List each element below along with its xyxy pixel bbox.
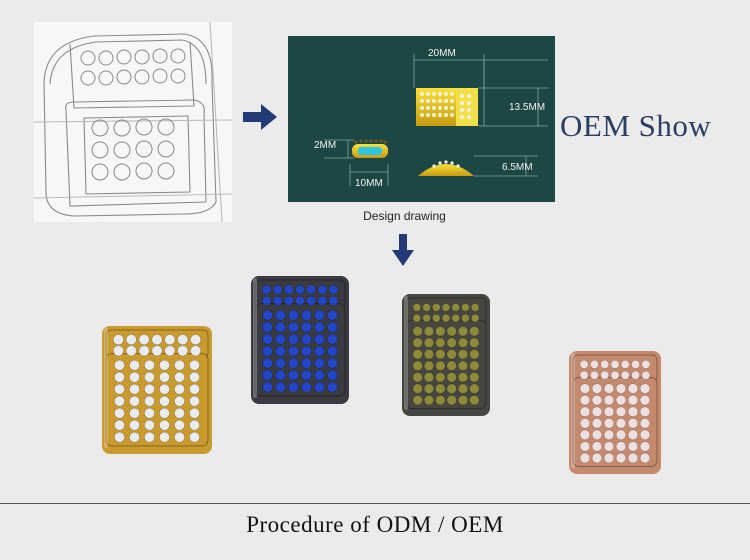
footer-title: Procedure of ODM / OEM bbox=[246, 512, 504, 537]
product-gunmetal-olive-clasp bbox=[398, 288, 494, 422]
design-drawing-panel: 20MM 13.5MM 2MM 10MM 6.5MM bbox=[288, 36, 555, 202]
oem-show-title: OEM Show bbox=[560, 108, 712, 143]
arrow-down-icon bbox=[392, 234, 414, 266]
dim-width-label: 20MM bbox=[428, 48, 456, 59]
pencil-sketch-image bbox=[34, 22, 232, 222]
arrow-right-icon bbox=[243, 104, 277, 130]
dim-side-width-label: 10MM bbox=[355, 178, 383, 189]
design-drawing-caption: Design drawing bbox=[363, 209, 446, 223]
footer-divider bbox=[0, 503, 750, 504]
product-gold-clear-clasp bbox=[98, 320, 216, 460]
product-gunmetal-blue-clasp bbox=[247, 270, 353, 410]
product-rosegold-pink-clasp bbox=[565, 345, 665, 480]
dim-height-label: 13.5MM bbox=[509, 102, 545, 113]
dim-arc-height-label: 6.5MM bbox=[502, 162, 533, 173]
dim-side-thickness-label: 2MM bbox=[314, 140, 336, 151]
